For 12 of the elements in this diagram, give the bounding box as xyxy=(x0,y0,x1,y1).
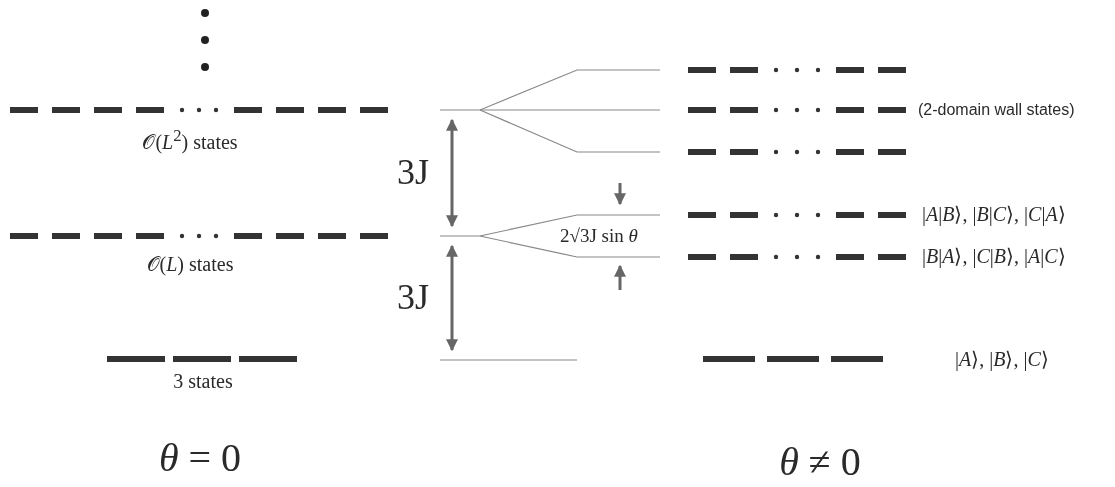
state-label: |B|A⟩, |C|B⟩, |A|C⟩ xyxy=(922,245,1066,267)
state-label: |A|B⟩, |B|C⟩, |C|A⟩ xyxy=(922,203,1066,225)
angle-label: θ = 0 xyxy=(158,436,242,480)
state-label: 𝒪(L$^{2}$) states xyxy=(142,127,238,153)
state-label: 3 states xyxy=(173,370,233,392)
gap-label: 3J xyxy=(397,153,429,193)
state-label: |A⟩, |B⟩, |C⟩ xyxy=(955,348,1049,370)
angle-label: θ ≠ 0 xyxy=(779,440,861,484)
gap-label: 3J xyxy=(397,278,429,318)
state-label: 𝒪(L) states xyxy=(146,253,234,275)
state-label: (2-domain wall states) xyxy=(918,101,1075,119)
splitting-label: 2√3J sin θ xyxy=(560,225,638,247)
